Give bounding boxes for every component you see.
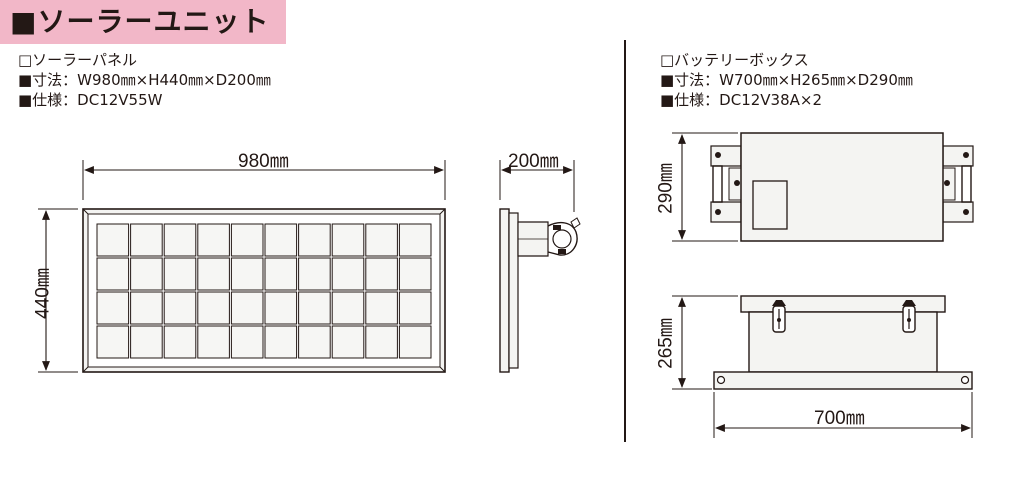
solar-cell [96, 291, 130, 325]
solar-cell [365, 223, 398, 257]
battery-box-spec: ■仕様：DC12V38A×2 [660, 91, 823, 109]
page-title: ■ソーラーユニット [10, 5, 270, 38]
solar-height-dimension [38, 208, 78, 373]
solar-panel-side-view [499, 208, 581, 373]
solar-cell [331, 223, 365, 257]
solar-cell [365, 325, 398, 359]
solar-cell [298, 257, 331, 291]
solar-panel-name: □ソーラーパネル [18, 51, 138, 69]
solar-cell [398, 325, 432, 359]
solar-cell [365, 257, 398, 291]
battery-box-specs: □バッテリーボックス ■寸法：W700㎜×H265㎜×D290㎜ ■仕様：DC1… [660, 50, 913, 110]
solar-cell [130, 257, 163, 291]
solar-cell [298, 223, 331, 257]
solar-cell [197, 291, 230, 325]
solar-cell [96, 223, 130, 257]
solar-cell [398, 223, 432, 257]
battery-height-label: 265㎜ [655, 318, 677, 369]
battery-depth-label: 290㎜ [655, 163, 677, 214]
solar-cell [230, 257, 264, 291]
solar-cell [264, 223, 298, 257]
solar-cell [298, 325, 331, 359]
solar-width-label: 980㎜ [238, 151, 289, 172]
solar-cell [365, 291, 398, 325]
solar-cell [331, 257, 365, 291]
solar-cell [197, 325, 230, 359]
solar-cell [230, 325, 264, 359]
solar-cell [163, 257, 197, 291]
battery-box-front-view [713, 295, 973, 390]
battery-box-name: □バッテリーボックス [660, 51, 809, 69]
solar-cell [398, 257, 432, 291]
solar-cell [264, 257, 298, 291]
solar-cell [96, 325, 130, 359]
solar-cell-grid [96, 223, 432, 359]
solar-depth-dimension [499, 160, 575, 212]
solar-cell [264, 291, 298, 325]
solar-cell [298, 291, 331, 325]
solar-panel-size: ■寸法：W980㎜×H440㎜×D200㎜ [18, 71, 271, 89]
solar-cell [163, 325, 197, 359]
battery-box-top-view [710, 132, 974, 242]
solar-depth-label: 200㎜ [508, 151, 559, 172]
solar-cell [230, 223, 264, 257]
solar-width-dimension [82, 160, 446, 200]
solar-cell [230, 291, 264, 325]
solar-cell [130, 223, 163, 257]
battery-depth-dimension [672, 132, 738, 242]
solar-cell [197, 257, 230, 291]
solar-panel-spec: ■仕様：DC12V55W [18, 91, 163, 109]
solar-cell [130, 291, 163, 325]
battery-width-label: 700㎜ [814, 408, 865, 429]
solar-cell [197, 223, 230, 257]
solar-cell [130, 325, 163, 359]
solar-cell [398, 291, 432, 325]
title-band [0, 0, 286, 44]
solar-cell [331, 325, 365, 359]
section-divider [624, 40, 626, 442]
solar-panel-specs: □ソーラーパネル ■寸法：W980㎜×H440㎜×D200㎜ ■仕様：DC12V… [18, 50, 271, 110]
battery-height-dimension [672, 295, 738, 390]
solar-cell [96, 257, 130, 291]
battery-box-size: ■寸法：W700㎜×H265㎜×D290㎜ [660, 71, 913, 89]
solar-cell [163, 223, 197, 257]
battery-width-dimension [713, 392, 973, 438]
solar-panel-front-view [82, 208, 446, 373]
solar-cell [331, 291, 365, 325]
solar-height-label: 440㎜ [32, 268, 54, 319]
solar-cell [163, 291, 197, 325]
solar-cell [264, 325, 298, 359]
